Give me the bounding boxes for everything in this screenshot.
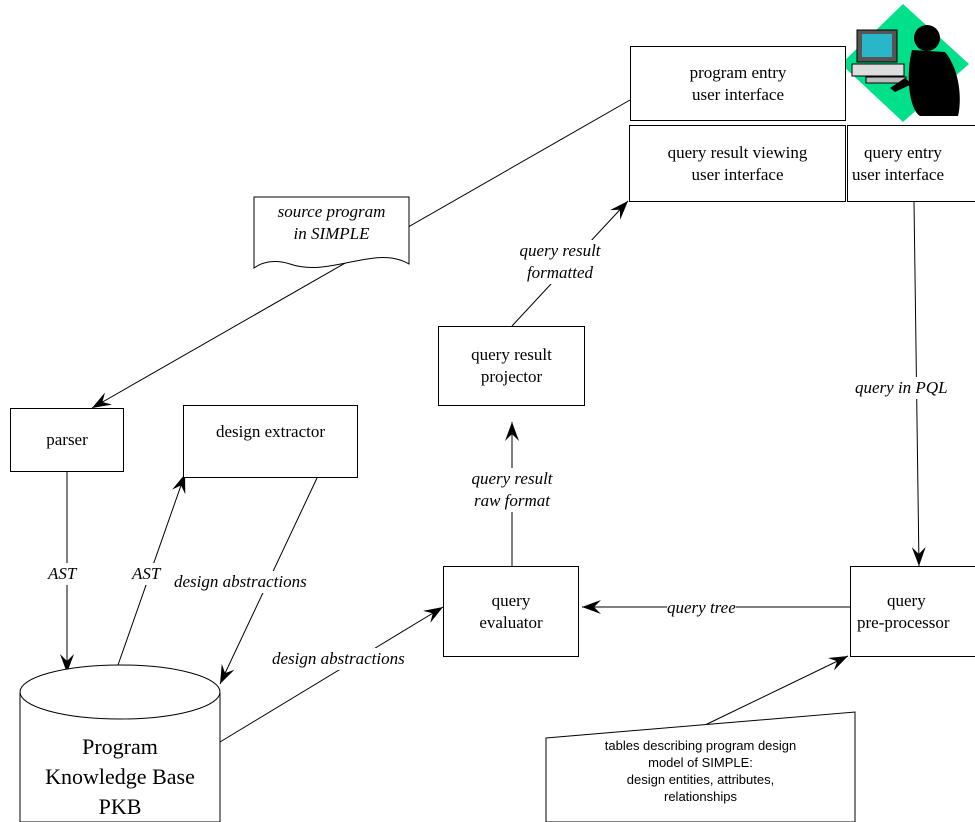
query-result-projector-box: query result projector — [438, 326, 585, 406]
evaluator-line-2: evaluator — [479, 612, 543, 632]
source-program-text: source program in SIMPLE — [254, 201, 409, 245]
viewing-ui-line-2: user interface — [691, 164, 784, 184]
projector-line-1: query result — [471, 345, 552, 364]
raw-line-1: query result — [471, 469, 553, 488]
label-query-tree: query tree — [667, 597, 736, 619]
source-line-2: in SIMPLE — [293, 224, 370, 243]
viewing-ui-line-1: query result viewing — [667, 142, 808, 162]
raw-line-2: raw format — [473, 491, 551, 510]
tables-line-3: design entities, attributes, — [626, 772, 775, 787]
program-entry-line-2: user interface — [691, 84, 785, 104]
tables-doc-text: tables describing program design model o… — [546, 737, 855, 805]
query-entry-line-2: user interface — [852, 164, 945, 184]
pkb-cylinder — [19, 664, 221, 822]
formatted-line-2: formatted — [526, 263, 594, 282]
edge-pkb-to-evaluator — [219, 606, 444, 743]
label-query-result-raw: query result raw format — [452, 468, 572, 512]
edge-tables-to-preprocessor — [702, 655, 849, 727]
preprocessor-line-2: pre-processor — [857, 612, 950, 632]
tables-doc — [545, 711, 856, 822]
query-preprocessor-box: query pre-processor — [850, 566, 975, 657]
formatted-line-1: query result — [519, 241, 601, 260]
query-result-viewing-ui-box: query result viewing user interface — [629, 125, 846, 202]
evaluator-line-1: query — [491, 590, 531, 610]
label-ast-parser: AST — [48, 563, 77, 585]
query-entry-line-1: query entry — [864, 142, 942, 162]
query-evaluator-box: query evaluator — [443, 566, 579, 657]
parser-label: parser — [46, 430, 88, 449]
pkb-line-2: Knowledge Base — [45, 764, 195, 789]
label-query-in-pql: query in PQL — [855, 377, 948, 399]
design-extractor-label: design extractor — [215, 422, 326, 441]
label-design-abstractions-pkb: design abstractions — [272, 648, 405, 670]
pkb-label: Program Knowledge Base PKB — [20, 732, 220, 822]
pkb-line-3: PKB — [98, 794, 142, 819]
source-line-1: source program — [277, 202, 386, 221]
pkb-line-1: Program — [82, 734, 158, 759]
design-extractor-box: design extractor — [183, 405, 358, 478]
projector-line-2: projector — [480, 367, 543, 386]
label-query-result-formatted: query result formatted — [500, 240, 620, 284]
source-program-doc — [253, 196, 410, 269]
tables-line-4: relationships — [664, 789, 737, 804]
label-design-abstractions-extractor: design abstractions — [174, 571, 307, 593]
computer-user-icon — [841, 4, 969, 122]
parser-box: parser — [10, 408, 124, 472]
tables-line-1: tables describing program design — [604, 738, 797, 753]
program-entry-line-1: program entry — [689, 62, 787, 82]
label-ast-extractor: AST — [132, 563, 161, 585]
tables-line-2: model of SIMPLE: — [648, 755, 753, 770]
program-entry-ui-box: program entry user interface — [630, 46, 846, 121]
preprocessor-line-1: query — [887, 590, 926, 610]
query-entry-ui-box: query entry user interface — [847, 125, 975, 202]
